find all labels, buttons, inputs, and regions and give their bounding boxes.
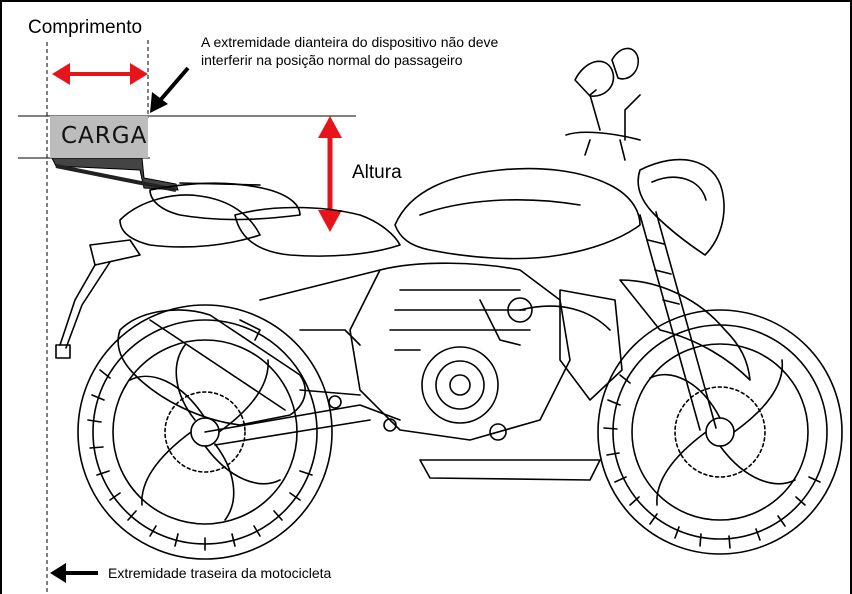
rear-end-label: Extremidade traseira da motocicleta [108,565,332,581]
cargo-label: CARGA [61,123,148,149]
exhaust [117,309,361,426]
front-end-note: A extremidade dianteira do dispositivo n… [201,33,498,69]
front-end-note-line1: A extremidade dianteira do dispositivo n… [201,34,499,50]
rear-wheel [77,304,333,560]
rack-strut [55,164,177,192]
length-label: Comprimento [28,17,143,38]
tank-seat [149,167,641,260]
radiator-shroud [559,289,623,401]
engine [349,262,611,481]
frame-swingarm [204,269,507,446]
front-end-note-line2: interferir na posição normal do passagei… [201,52,463,68]
length-arrow [52,63,148,85]
headlight-fairing [637,158,725,256]
cargo-rack [51,157,179,191]
front-fork [619,211,751,431]
front-pointer-arrow [150,66,190,113]
cargo-box [50,116,148,158]
tail-section [55,194,261,359]
front-wheel [597,309,843,555]
height-arrow [318,116,342,232]
rear-end-arrow [50,563,98,583]
handlebars-mirror [565,47,641,161]
motorcycle-drawing [55,47,843,560]
height-label: Altura [352,162,402,183]
